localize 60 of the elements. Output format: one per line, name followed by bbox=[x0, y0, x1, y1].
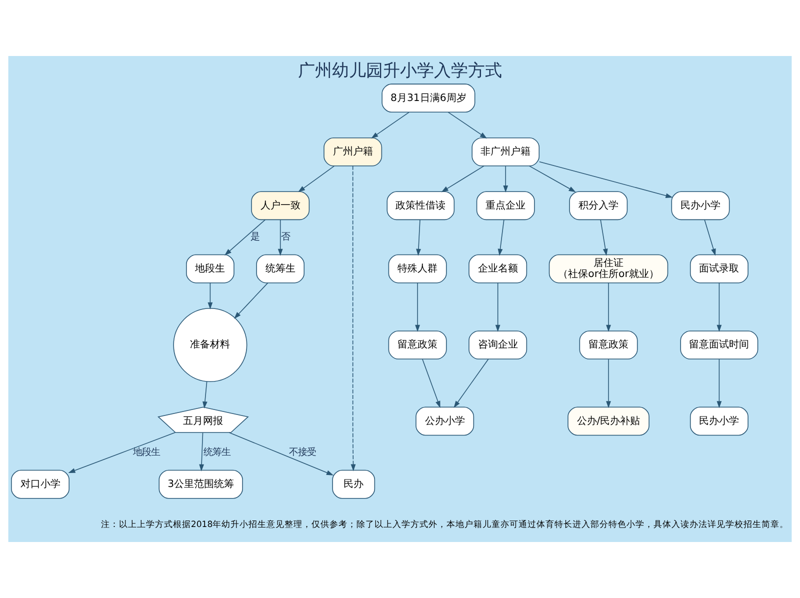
node-box: 重点企业 bbox=[476, 191, 535, 220]
arrow bbox=[498, 219, 504, 256]
arrow bbox=[503, 166, 508, 192]
node-box: 3公里范围统筹 bbox=[158, 470, 243, 499]
arrow bbox=[199, 432, 204, 472]
arrow bbox=[68, 432, 176, 473]
arrow bbox=[538, 161, 673, 198]
edge-label: 地段生 bbox=[133, 447, 160, 458]
node-box: 公办小学 bbox=[416, 406, 474, 436]
edge-label: 不接受 bbox=[289, 447, 316, 458]
arrow bbox=[202, 380, 208, 409]
arrow bbox=[228, 432, 334, 476]
label: 注：以上上学方式根据2018年幼升小招生意见整理，仅供参考；除了以上入学方式外，本地户籍儿童亦可通过体育特长进入部分特色小学，具体入读办法详见学校招生简章。 bbox=[100, 520, 789, 530]
node-box: 广州户籍 bbox=[324, 137, 382, 166]
node-box: 留意面试时间 bbox=[680, 330, 758, 360]
arrow bbox=[495, 282, 500, 332]
node-box: 留意政策 bbox=[579, 330, 638, 360]
node-box: 面试录取 bbox=[690, 254, 748, 284]
arrow bbox=[606, 358, 611, 408]
node-box: 企业名额 bbox=[468, 254, 528, 284]
arrow bbox=[448, 112, 487, 138]
arrow bbox=[298, 166, 335, 192]
node-box: 咨询企业 bbox=[468, 330, 528, 360]
arrow bbox=[278, 219, 283, 256]
node-box: 非广州户籍 bbox=[472, 137, 540, 166]
node-box: 居住证 （社保or住所or就业） bbox=[548, 254, 668, 284]
diagram-title: 广州幼儿园升小学入学方式 bbox=[298, 60, 502, 81]
arrow bbox=[528, 166, 576, 192]
node-box: 民办 bbox=[332, 470, 376, 499]
node-box: 地段生 bbox=[186, 254, 234, 284]
node-box: 留意政策 bbox=[388, 330, 447, 360]
edge-label: 否 bbox=[280, 232, 290, 243]
arrow bbox=[441, 166, 484, 192]
arrow bbox=[422, 358, 440, 408]
node-box: 8月31日满6周岁 bbox=[382, 84, 476, 113]
arrow bbox=[704, 219, 716, 256]
node-box: 对口小学 bbox=[11, 470, 70, 499]
arrow bbox=[415, 282, 420, 332]
arrow bbox=[208, 282, 213, 310]
arrow bbox=[716, 358, 722, 408]
arrow bbox=[234, 282, 268, 319]
node-box: 特殊人群 bbox=[388, 254, 447, 284]
arrow bbox=[416, 219, 421, 256]
node-box: 民办小学 bbox=[671, 191, 730, 220]
arrow bbox=[371, 112, 410, 138]
node-box: 民办小学 bbox=[690, 406, 748, 436]
edge-label: 是 bbox=[250, 232, 260, 243]
node-box: 积分入学 bbox=[569, 191, 628, 220]
arrow bbox=[606, 282, 611, 332]
arrow bbox=[350, 166, 356, 472]
node-box: 统筹生 bbox=[256, 254, 305, 284]
node-circle: 准备材料 bbox=[173, 308, 248, 382]
arrow bbox=[716, 282, 722, 332]
node-box: 公办/民办补贴 bbox=[568, 406, 650, 436]
arrow bbox=[454, 358, 489, 408]
node-box: 政策性借读 bbox=[386, 191, 455, 220]
arrow bbox=[224, 219, 266, 256]
node-box: 人户一致 bbox=[251, 191, 310, 220]
arrow bbox=[600, 219, 608, 256]
edge-label: 统筹生 bbox=[203, 447, 230, 458]
